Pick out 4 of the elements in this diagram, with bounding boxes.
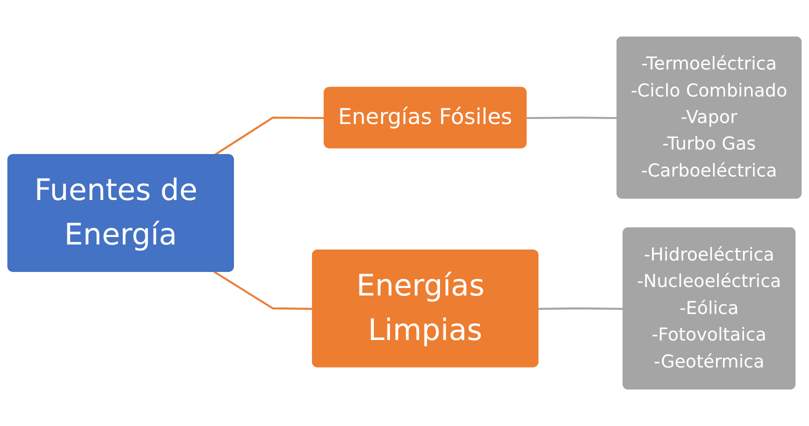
connector — [538, 307, 624, 310]
connector — [214, 271, 313, 310]
connector — [214, 116, 325, 156]
connector — [526, 116, 618, 120]
